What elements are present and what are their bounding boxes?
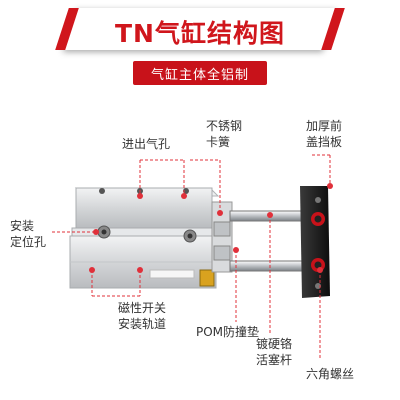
front-cover	[211, 201, 233, 273]
page-title: TN气缸结构图	[115, 19, 285, 48]
leader-lines	[52, 154, 331, 360]
title-banner	[0, 0, 400, 58]
label-stainless-clip-line1: 不锈钢	[206, 119, 243, 133]
label-pom-pad: POM防撞垫	[196, 325, 260, 339]
label-hex-screw: 六角螺丝	[306, 367, 355, 381]
label-mount-hole: 安装 定位孔	[10, 218, 46, 250]
air-port-holes	[99, 188, 189, 194]
label-stainless-clip-line2: 卡簧	[206, 135, 231, 149]
label-thick-cover-line1: 加厚前	[306, 119, 343, 133]
label-stainless-clip: 不锈钢 卡簧	[206, 118, 242, 150]
label-switch-rail-line1: 磁性开关	[118, 301, 167, 315]
label-switch-rail: 磁性开关 安装轨道	[118, 300, 166, 332]
label-mount-hole-line1: 安装	[10, 219, 35, 233]
label-chrome-rod-line1: 镀硬铬	[256, 337, 293, 351]
label-thick-cover-line2: 盖挡板	[306, 135, 343, 149]
label-air-port: 进出气孔	[122, 137, 171, 151]
label-mount-hole-line2: 定位孔	[10, 235, 47, 249]
subtitle-badge	[133, 61, 267, 85]
subtitle-text: 气缸主体全铝制	[150, 68, 249, 83]
label-switch-rail-line2: 安装轨道	[118, 317, 167, 331]
piston-rods	[229, 210, 305, 272]
label-chrome-rod: 镀硬铬 活塞杆	[256, 336, 292, 368]
end-plate	[300, 186, 330, 298]
label-thick-cover: 加厚前 盖挡板	[306, 118, 342, 150]
leader-dots	[89, 183, 333, 273]
label-chrome-rod-line2: 活塞杆	[256, 353, 293, 367]
mount-holes	[97, 225, 197, 243]
